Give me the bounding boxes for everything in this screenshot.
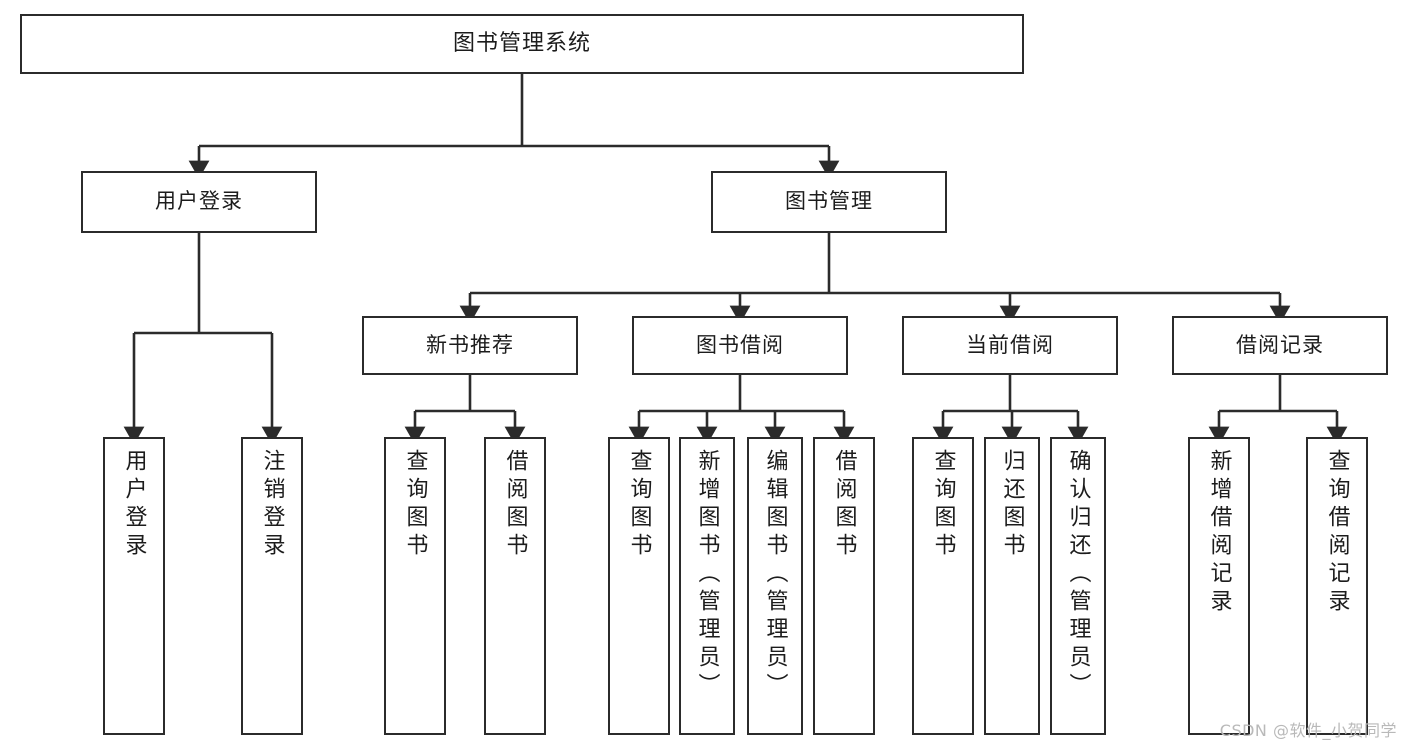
node-leaf-borrow-book-2[interactable]: 借阅图书 [813, 437, 875, 735]
node-label: 编辑图书（管理员） [762, 449, 788, 701]
node-leaf-query-book-3[interactable]: 查询图书 [912, 437, 974, 735]
node-label: 图书借阅 [696, 332, 784, 357]
node-book-mgmt[interactable]: 图书管理 [711, 171, 947, 233]
node-cur-borrow[interactable]: 当前借阅 [902, 316, 1118, 375]
node-label: 借阅记录 [1236, 332, 1324, 357]
node-new-book-rec[interactable]: 新书推荐 [362, 316, 578, 375]
node-label: 新书推荐 [426, 332, 514, 357]
node-user-login[interactable]: 用户登录 [81, 171, 317, 233]
node-label: 注销登录 [259, 449, 285, 561]
node-leaf-add-book[interactable]: 新增图书（管理员） [679, 437, 735, 735]
node-book-borrow[interactable]: 图书借阅 [632, 316, 848, 375]
node-label: 查询图书 [930, 449, 956, 561]
node-label: 借阅图书 [502, 449, 528, 561]
node-label: 新增图书（管理员） [694, 449, 720, 701]
node-label: 查询借阅记录 [1324, 449, 1350, 617]
node-borrow-record[interactable]: 借阅记录 [1172, 316, 1388, 375]
node-label: 图书管理系统 [452, 30, 591, 56]
node-label: 查询图书 [626, 449, 652, 561]
node-label: 新增借阅记录 [1206, 449, 1232, 617]
node-leaf-user-logout[interactable]: 注销登录 [241, 437, 303, 735]
watermark: CSDN @软件_小贺同学 [1219, 721, 1397, 740]
node-leaf-query-book-1[interactable]: 查询图书 [384, 437, 446, 735]
node-label: 归还图书 [999, 449, 1025, 561]
node-leaf-return-book[interactable]: 归还图书 [984, 437, 1040, 735]
node-leaf-confirm-ret[interactable]: 确认归还（管理员） [1050, 437, 1106, 735]
node-label: 借阅图书 [831, 449, 857, 561]
node-leaf-query-record[interactable]: 查询借阅记录 [1306, 437, 1368, 735]
node-leaf-borrow-book-1[interactable]: 借阅图书 [484, 437, 546, 735]
node-leaf-user-login[interactable]: 用户登录 [103, 437, 165, 735]
node-leaf-edit-book[interactable]: 编辑图书（管理员） [747, 437, 803, 735]
node-label: 用户登录 [155, 189, 243, 214]
node-leaf-add-record[interactable]: 新增借阅记录 [1188, 437, 1250, 735]
node-label: 查询图书 [402, 449, 428, 561]
node-label: 用户登录 [121, 449, 147, 561]
node-leaf-query-book-2[interactable]: 查询图书 [608, 437, 670, 735]
node-label: 当前借阅 [966, 332, 1054, 357]
node-label: 图书管理 [785, 189, 873, 214]
node-root[interactable]: 图书管理系统 [20, 14, 1024, 74]
node-label: 确认归还（管理员） [1065, 449, 1091, 701]
